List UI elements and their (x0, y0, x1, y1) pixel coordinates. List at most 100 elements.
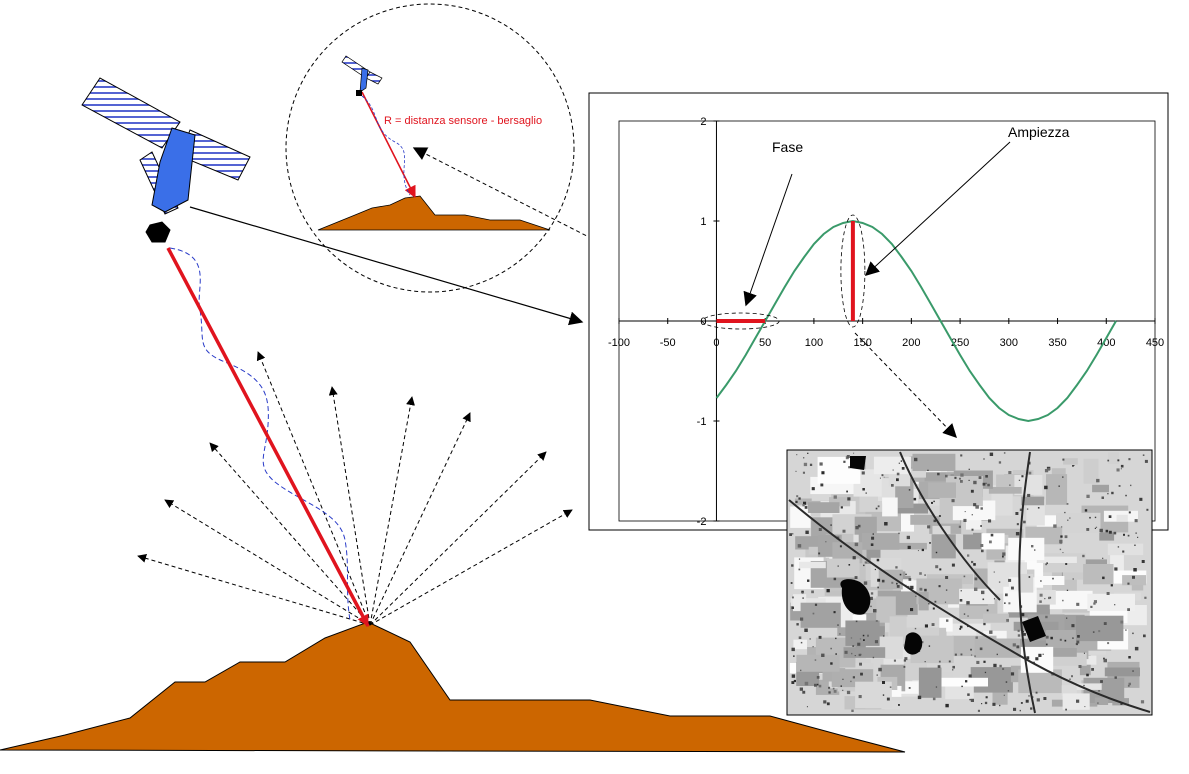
sar-field (918, 667, 942, 698)
sar-speckle (959, 628, 962, 630)
sar-speckle (796, 623, 799, 626)
sar-speckle (983, 458, 985, 460)
sar-speckle (1021, 475, 1024, 478)
sar-speckle (1127, 582, 1130, 585)
sar-speckle (1052, 577, 1054, 580)
sar-speckle (840, 506, 843, 509)
sar-field (847, 579, 893, 591)
sar-speckle (791, 606, 794, 609)
sar-speckle (821, 471, 825, 475)
sar-speckle (804, 506, 808, 509)
sar-speckle (1114, 604, 1116, 606)
sar-speckle (980, 544, 984, 547)
sar-speckle (1022, 630, 1025, 633)
sar-speckle (907, 545, 911, 549)
sar-speckle (816, 676, 820, 679)
x-tick-label: -50 (660, 337, 676, 349)
sar-speckle (870, 605, 872, 608)
sar-field (793, 639, 807, 650)
sar-speckle (833, 577, 837, 581)
sar-speckle (1092, 631, 1095, 633)
sar-speckle (968, 479, 970, 481)
sar-speckle (928, 603, 930, 605)
satellite-sensor (145, 221, 171, 243)
sar-speckle (933, 519, 936, 523)
sar-speckle (1037, 507, 1040, 509)
sar-speckle (855, 620, 858, 623)
sar-speckle (952, 669, 954, 671)
sar-water-body (904, 632, 923, 655)
sar-speckle (1067, 519, 1069, 521)
sar-speckle (1006, 619, 1009, 622)
sar-speckle (792, 533, 794, 535)
sar-speckle (1125, 629, 1127, 631)
sar-speckle (954, 476, 957, 479)
sar-speckle (904, 657, 908, 661)
sar-speckle (981, 703, 983, 705)
sar-speckle (1096, 478, 1100, 483)
sar-texture (788, 451, 1151, 714)
sar-speckle (881, 579, 885, 583)
sar-speckle (807, 452, 809, 454)
sar-speckle (1086, 528, 1090, 531)
sar-speckle (905, 573, 907, 575)
sar-speckle (1103, 658, 1107, 663)
sar-speckle (863, 564, 865, 567)
sar-speckle (826, 702, 830, 706)
sar-speckle (799, 687, 803, 691)
sar-speckle (853, 452, 855, 454)
sar-speckle (1019, 709, 1021, 712)
sar-speckle (937, 472, 940, 476)
sar-speckle (832, 687, 835, 690)
sar-speckle (1117, 546, 1120, 548)
sar-speckle (878, 667, 882, 672)
x-tick-label: 50 (759, 337, 771, 349)
sar-speckle (954, 653, 957, 656)
sar-speckle (798, 497, 801, 500)
sar-speckle (1134, 519, 1138, 523)
sar-speckle (981, 590, 985, 595)
sar-speckle (809, 463, 813, 466)
sar-speckle (1061, 526, 1063, 528)
sar-speckle (989, 452, 994, 456)
sar-speckle (1082, 554, 1085, 558)
sar-speckle (963, 575, 966, 578)
terrain-mountain (0, 621, 906, 753)
sar-speckle (1083, 684, 1085, 687)
sar-speckle (858, 653, 861, 657)
sar-speckle (1139, 497, 1143, 501)
sar-speckle (924, 624, 928, 628)
sar-speckle (988, 519, 992, 523)
sar-speckle (1045, 563, 1047, 566)
sar-speckle (976, 660, 980, 664)
sar-field (900, 627, 940, 639)
sar-speckle (935, 551, 938, 554)
sar-speckle (842, 678, 844, 680)
sar-speckle (803, 462, 808, 467)
sar-speckle (996, 653, 998, 656)
sar-speckle (1016, 523, 1019, 526)
sar-speckle (1099, 528, 1103, 533)
sar-speckle (929, 542, 931, 544)
sar-field (988, 487, 1022, 494)
sar-field (945, 682, 974, 700)
sar-speckle (959, 477, 961, 480)
sar-field (1036, 556, 1077, 563)
range-label: R = distanza sensore - bersaglio (384, 115, 542, 127)
sar-speckle (862, 488, 865, 491)
sar-speckle (1141, 560, 1145, 563)
sar-speckle (1031, 545, 1034, 548)
sar-speckle (983, 622, 986, 626)
sar-speckle (951, 499, 955, 503)
sar-speckle (876, 558, 880, 562)
sar-speckle (1127, 684, 1130, 687)
sar-field (794, 498, 830, 505)
sar-speckle (1103, 657, 1105, 660)
sar-speckle (846, 455, 850, 458)
sar-speckle (863, 639, 865, 641)
sar-speckle (821, 653, 825, 657)
sar-speckle (800, 669, 802, 672)
sar-speckle (800, 641, 803, 644)
sar-speckle (1065, 708, 1067, 711)
